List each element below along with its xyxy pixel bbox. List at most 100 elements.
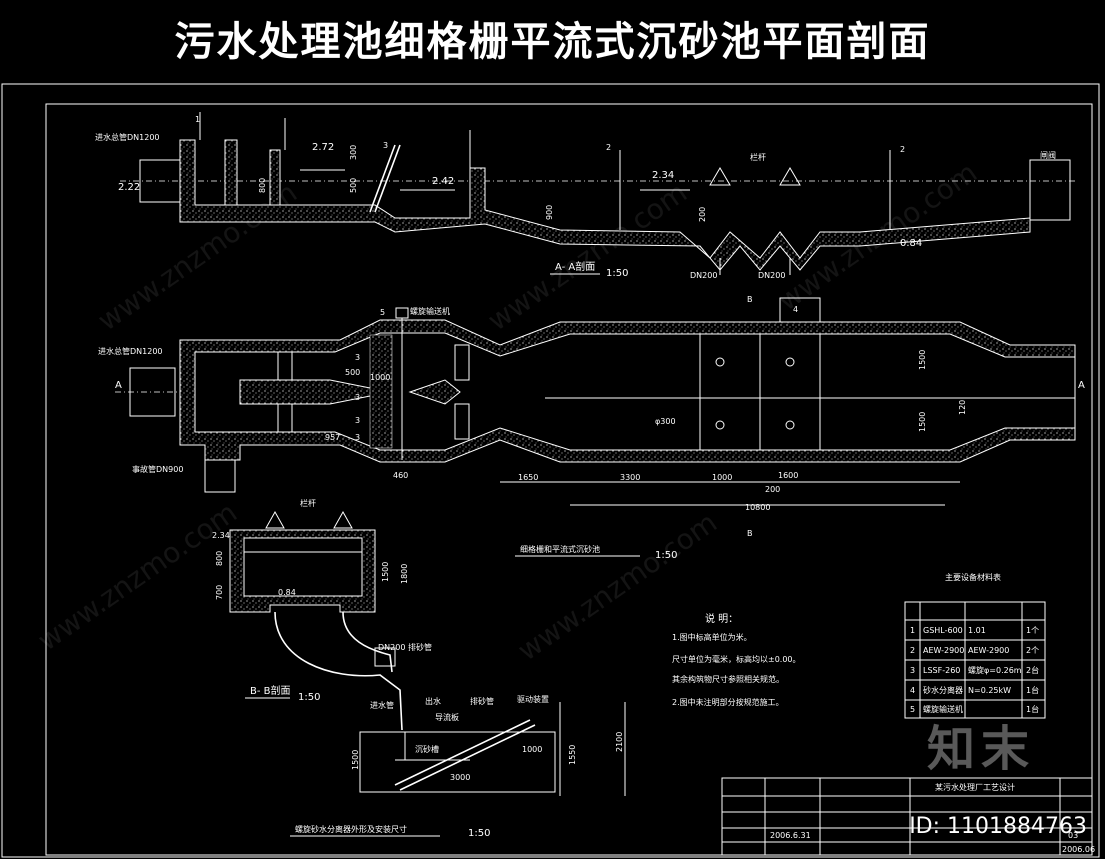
table-cell: N=0.25kW [968, 686, 1011, 695]
label: 800 [258, 178, 267, 193]
label: 沉砂槽 [415, 744, 439, 754]
wall [224, 139, 238, 206]
label: 3 [355, 393, 360, 402]
title-block: 某污水处理厂工艺设计 2006.6.31 03 2006.06 [721, 777, 1095, 856]
drawing-date: 2006.6.31 [770, 831, 811, 840]
screw-conveyor [395, 307, 409, 319]
section-aa-title: A- A剖面 [555, 260, 595, 273]
section-aa-scale: 1:50 [606, 268, 628, 279]
label: 1000 [522, 745, 542, 754]
table-cell: 2台 [1026, 665, 1039, 675]
label: 1000 [712, 473, 732, 482]
plan-title: 细格栅和平流式沉砂池 [520, 544, 600, 554]
label: 500 [345, 368, 360, 377]
table-cell: AEW-2900 [968, 646, 1009, 655]
notes-heading: 说 明： [705, 612, 738, 625]
label: 1500 [381, 562, 390, 582]
plan-view: 进水总管DN1200 事故管DN900 螺旋输送机 5 1000 500 957… [98, 295, 1085, 561]
label: 3000 [450, 773, 470, 782]
label: 700 [215, 585, 224, 600]
section-aa: 进水总管DN1200 2.72 2.42 2.34 2.22 0.84 300 … [95, 112, 1075, 280]
table-cell: AEW-2900 [923, 646, 964, 655]
wall [269, 149, 281, 206]
separator-detail: 进水管 出水 排砂管 驱动装置 导流板 沉砂槽 3000 1000 1500 1… [290, 694, 626, 839]
brand-logo: 知末 [926, 721, 1035, 777]
drawing-year: 2006.06 [1062, 845, 1095, 854]
bridge [779, 297, 821, 323]
label: 1650 [518, 473, 538, 482]
label: 1550 [568, 745, 577, 765]
table-cell: 1 [910, 626, 915, 635]
label: 1600 [778, 471, 798, 480]
note-line: 2.图中未注明部分按规范施工。 [672, 697, 784, 707]
label: 957 [325, 433, 340, 442]
notes: 说 明： 1.图中标高单位为米。 尺寸单位为毫米，标高均以±0.00。 其余构筑… [672, 612, 801, 707]
label: 螺旋输送机 [410, 306, 450, 316]
gate [277, 351, 293, 381]
label: 2.72 [312, 142, 334, 153]
label: 300 [349, 145, 358, 160]
table-cell: 3 [910, 666, 915, 675]
label: 900 [545, 205, 554, 220]
sheet-border-outer [1, 83, 1100, 858]
table-cell: LSSF-260 [923, 666, 960, 675]
label: 120 [958, 400, 967, 415]
label: 1000 [370, 373, 390, 382]
label: 1500 [918, 350, 927, 370]
label: 10800 [745, 503, 770, 512]
label: 1800 [400, 564, 409, 584]
bypass-pipe [204, 459, 236, 493]
project-name: 某污水处理厂工艺设计 [935, 782, 1015, 792]
label: 进水管 [370, 700, 394, 710]
label: 进水总管DN1200 [98, 346, 163, 356]
gate [454, 344, 470, 381]
detail-scale: 1:50 [468, 828, 490, 839]
label: 200 [765, 485, 780, 494]
label: 3 [355, 353, 360, 362]
detail-title: 螺旋砂水分离器外形及安装尺寸 [295, 824, 407, 834]
label: 1500 [918, 412, 927, 432]
section-bb: 栏杆 2.34 0.84 800 700 1500 1800 DN200 排砂管… [212, 498, 432, 731]
screw-shaft [394, 719, 531, 786]
separator-tank [359, 731, 556, 793]
sheet-number: 03 [1068, 831, 1078, 840]
note-line: 其余构筑物尺寸参照相关规范。 [672, 674, 784, 684]
label: 0.84 [900, 238, 922, 249]
table-cell: 螺旋φ=0.26m [968, 665, 1022, 675]
bb-channel [243, 537, 363, 597]
label: DN200 排砂管 [378, 642, 432, 652]
railing-mark [709, 167, 731, 186]
gate [454, 403, 470, 440]
table-cell: 1.01 [968, 626, 986, 635]
label: 驱动装置 [517, 694, 549, 704]
fine-screen [369, 334, 393, 449]
label: 2.42 [432, 176, 454, 187]
label: 2.34 [652, 170, 674, 181]
label: 5 [380, 308, 385, 317]
outlet-pipe [1029, 159, 1071, 221]
railing-mark [779, 167, 801, 186]
table-cell: 砂水分离器 [923, 685, 963, 695]
plan-water-area [194, 332, 1076, 451]
equipment-table: 主要设备材料表 1 GSHL-600 1.01 1个 2 AEW-2900 AE… [904, 572, 1046, 719]
label: 2.34 [212, 531, 230, 540]
label: 1500 [351, 750, 360, 770]
section-bb-scale: 1:50 [298, 692, 320, 703]
plan-scale: 1:50 [655, 550, 677, 561]
grit-hopper [759, 333, 821, 451]
label: B [747, 295, 753, 304]
table-cell: 1个 [1026, 626, 1039, 635]
label: B [747, 529, 753, 538]
label: 2 [900, 145, 905, 154]
drawing-title: 污水处理池细格栅平流式沉砂池平面剖面 [174, 19, 931, 65]
table-cell: 2 [910, 646, 915, 655]
section-bb-title: B- B剖面 [250, 684, 291, 697]
label: φ300 [655, 417, 676, 426]
label: 2.22 [118, 182, 140, 193]
label: 2 [606, 143, 611, 152]
label: DN200 [758, 271, 785, 280]
gate [277, 403, 293, 433]
label: 3 [355, 416, 360, 425]
label: 事故管DN900 [132, 464, 183, 474]
label: 200 [698, 207, 707, 222]
